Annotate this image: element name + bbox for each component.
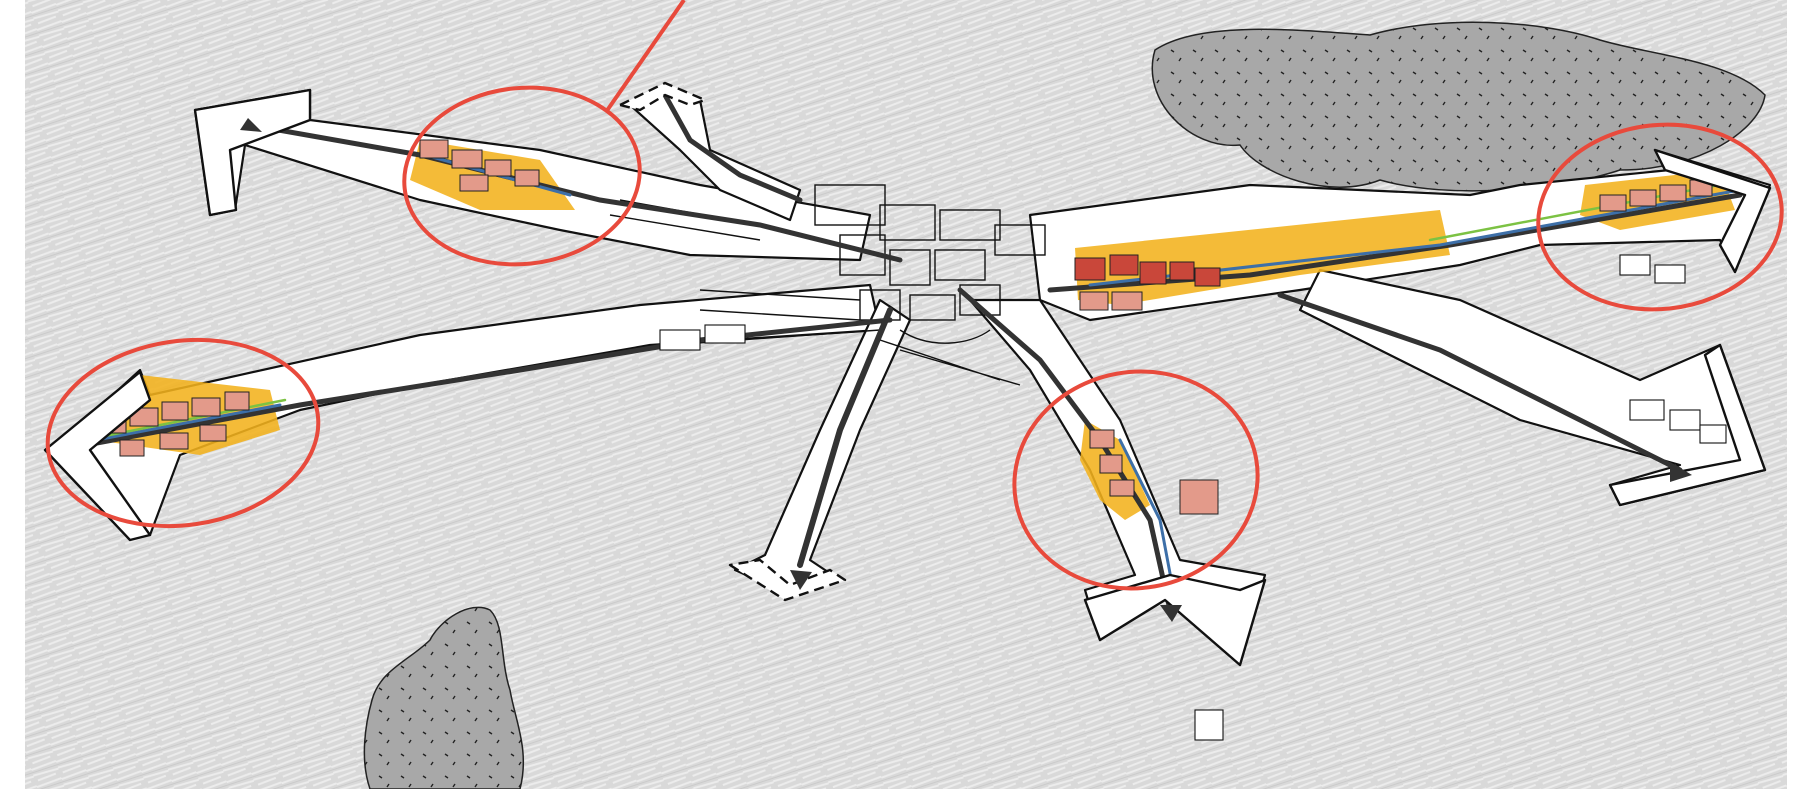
sketch-canvas [0, 0, 1807, 789]
corridor-sketch-diagram [0, 0, 1807, 789]
